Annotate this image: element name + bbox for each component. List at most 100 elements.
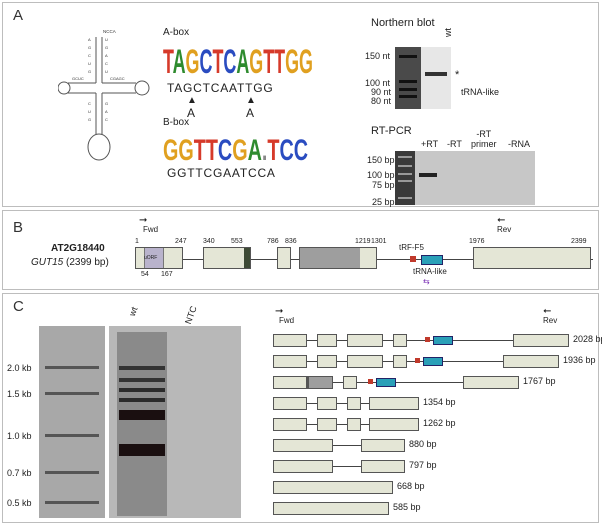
isoform-exon: [273, 460, 333, 473]
gene-label: GUT15 (2399 bp): [31, 257, 109, 268]
svg-text:U: U: [88, 109, 91, 114]
svg-text:CGAGC: CGAGC: [110, 76, 125, 81]
rtpcr-marker-75: 75 bp: [372, 180, 395, 190]
rtpcr-lane-minus-rna: -RNA: [508, 139, 530, 149]
panel-c: C 2.0 kb 1.5 kb 1.0 kb 0.7 kb 0.5 kb wt …: [2, 293, 602, 523]
isoform-size-label: 1354 bp: [423, 397, 456, 407]
svg-text:GCUC: GCUC: [72, 76, 84, 81]
isoform-intron-line: [273, 466, 405, 467]
ladder-label-1kb: 1.0 kb: [7, 431, 32, 441]
svg-text:U: U: [105, 37, 108, 42]
isoform-intron-line: [273, 445, 405, 446]
ladder-label-0-7kb: 0.7 kb: [7, 468, 32, 478]
ladder-label-2kb: 2.0 kb: [7, 363, 32, 373]
trf-f5-label: tRF-F5: [399, 243, 424, 252]
rtpcr-lane-plus-rt: +RT: [421, 139, 439, 149]
isoform-exon: [361, 439, 405, 452]
ladder-gel: [39, 326, 105, 518]
panel-label-c: C: [13, 298, 24, 315]
primer-pair-arrows-icon: ⇆: [423, 277, 430, 286]
svg-text:A: A: [88, 37, 91, 42]
isoform-exon: [463, 376, 519, 389]
isoform-trf-marker: [368, 379, 373, 384]
rtpcr-lane-minus-rt: -RT: [447, 139, 462, 149]
svg-text:U: U: [105, 69, 108, 74]
rtpcr-gel: [395, 151, 535, 205]
ladder-label-0-5kb: 0.5 kb: [7, 498, 32, 508]
isoform-intron-line: [273, 403, 419, 404]
isoform-trna-like: [423, 357, 443, 366]
isoform-exon: [273, 418, 307, 431]
pos-836: 836: [285, 238, 297, 245]
rtpcr-lane-minus-rt-primer: -RT primer: [471, 129, 497, 149]
svg-text:C: C: [88, 101, 91, 106]
fwd-primer-label: Fwd: [143, 225, 159, 234]
northern-marker-100: 100 nt: [365, 78, 391, 88]
panel-label-a: A: [13, 7, 24, 24]
isoform-size-label: 668 bp: [397, 481, 425, 491]
isoform-exon: [347, 397, 361, 410]
uorf-start: 54: [141, 271, 149, 278]
isoform-size-label: 585 bp: [393, 502, 421, 512]
a-box-title: A-box: [163, 27, 190, 38]
svg-text:G: G: [105, 45, 108, 50]
rev-primer-label-c: Rev: [543, 316, 558, 325]
pos-1976: 1976: [469, 238, 485, 245]
svg-text:G: G: [88, 45, 91, 50]
rtpcr-marker-25: 25 bp: [372, 197, 395, 207]
isoform-size-label: 1767 bp: [523, 376, 556, 386]
isoform-size-label: 1936 bp: [563, 355, 596, 365]
a-box-logo-letters: TAGCTCAGTTGG: [163, 43, 313, 79]
fwd-primer-arrow-icon-c: ➞: [275, 306, 284, 317]
a-box-logo: TAGCTCAGTTGG: [163, 43, 313, 79]
isoform-trna-like: [376, 378, 396, 387]
pos-1301: 1301: [371, 238, 387, 245]
sample-gel: [109, 326, 241, 518]
rtpcr-marker-100: 100 bp: [367, 170, 395, 180]
isoform-exon: [317, 334, 337, 347]
pos-247: 247: [175, 238, 187, 245]
trna-like-box: [421, 255, 443, 265]
svg-text:G: G: [88, 117, 91, 122]
isoform-exon: [347, 355, 383, 368]
rev-primer-label: Rev: [497, 225, 512, 234]
exon-1: [135, 247, 183, 269]
svg-text:C: C: [105, 61, 108, 66]
uorf-label: uORF: [144, 255, 158, 261]
b-box-logo-letters: GGTTCGA.TCC: [163, 134, 308, 165]
b-box-sequence: GGTTCGAATCCA: [167, 166, 276, 180]
northern-blot-gel: [395, 47, 451, 109]
northern-blot-title: Northern blot: [371, 17, 435, 29]
isoform-exon: [317, 355, 337, 368]
pos-553: 553: [231, 238, 243, 245]
isoform-exon: [273, 376, 333, 389]
uorf-region: [144, 248, 164, 268]
isoform-exon: [347, 418, 361, 431]
pos-1: 1: [135, 238, 139, 245]
trna-cca-label: NCCA: [103, 29, 116, 34]
isoform-exon: [513, 334, 569, 347]
pos-1219: 1219: [355, 238, 371, 245]
isoform-exon: [317, 397, 337, 410]
rtpcr-marker-150: 150 bp: [367, 155, 395, 165]
isoform-trf-marker: [425, 337, 430, 342]
exon-3: [277, 247, 291, 269]
a-box-sequence: TAGCTCAATTGG: [167, 81, 274, 95]
svg-text:G: G: [88, 69, 91, 74]
isoform-exon: [273, 502, 389, 515]
a-box-arrow-icon-1: ▲: [187, 95, 197, 106]
isoform-exon: [273, 481, 393, 494]
isoform-trf-marker: [415, 358, 420, 363]
exon-4: [299, 247, 377, 269]
isoform-exon: [369, 418, 419, 431]
isoform-size-label: 2028 bp: [573, 334, 602, 344]
northern-lane-label: wt: [443, 28, 453, 37]
northern-marker-80: 80 nt: [371, 96, 392, 106]
svg-text:A: A: [105, 109, 108, 114]
isoform-intron-line: [273, 424, 419, 425]
lane-label-wt: wt: [127, 305, 140, 318]
isoform-size-label: 1262 bp: [423, 418, 456, 428]
isoform-exon: [393, 355, 407, 368]
